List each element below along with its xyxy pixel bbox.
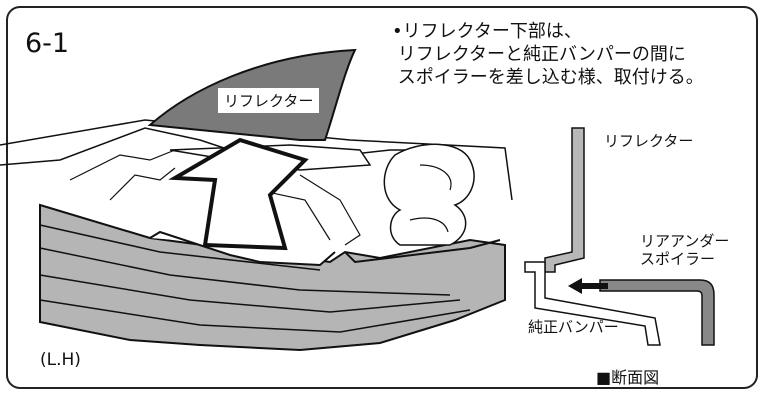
- reflector-label: リフレクター: [218, 88, 320, 113]
- section-reflector: [544, 127, 585, 273]
- section-spoiler: [599, 279, 715, 346]
- step-number: 6-1: [25, 28, 70, 59]
- insert-arrow: [568, 278, 608, 294]
- side-indicator: (L.H): [40, 350, 81, 370]
- install-arrow: [168, 137, 309, 251]
- section-reflector-label: リフレクター: [604, 132, 694, 150]
- section-bumper: [524, 261, 661, 346]
- section-caption: ■断面図: [596, 368, 660, 387]
- section-bumper-label: 純正バンパー: [528, 318, 619, 336]
- instruction-text: •リフレクター下部は、 リフレクターと純正バンパーの間に スポイラーを差し込む様…: [392, 21, 704, 88]
- section-spoiler-label: リアアンダー スポイラー: [640, 232, 730, 268]
- cross-section: [524, 127, 715, 346]
- bumper-body: [39, 203, 506, 352]
